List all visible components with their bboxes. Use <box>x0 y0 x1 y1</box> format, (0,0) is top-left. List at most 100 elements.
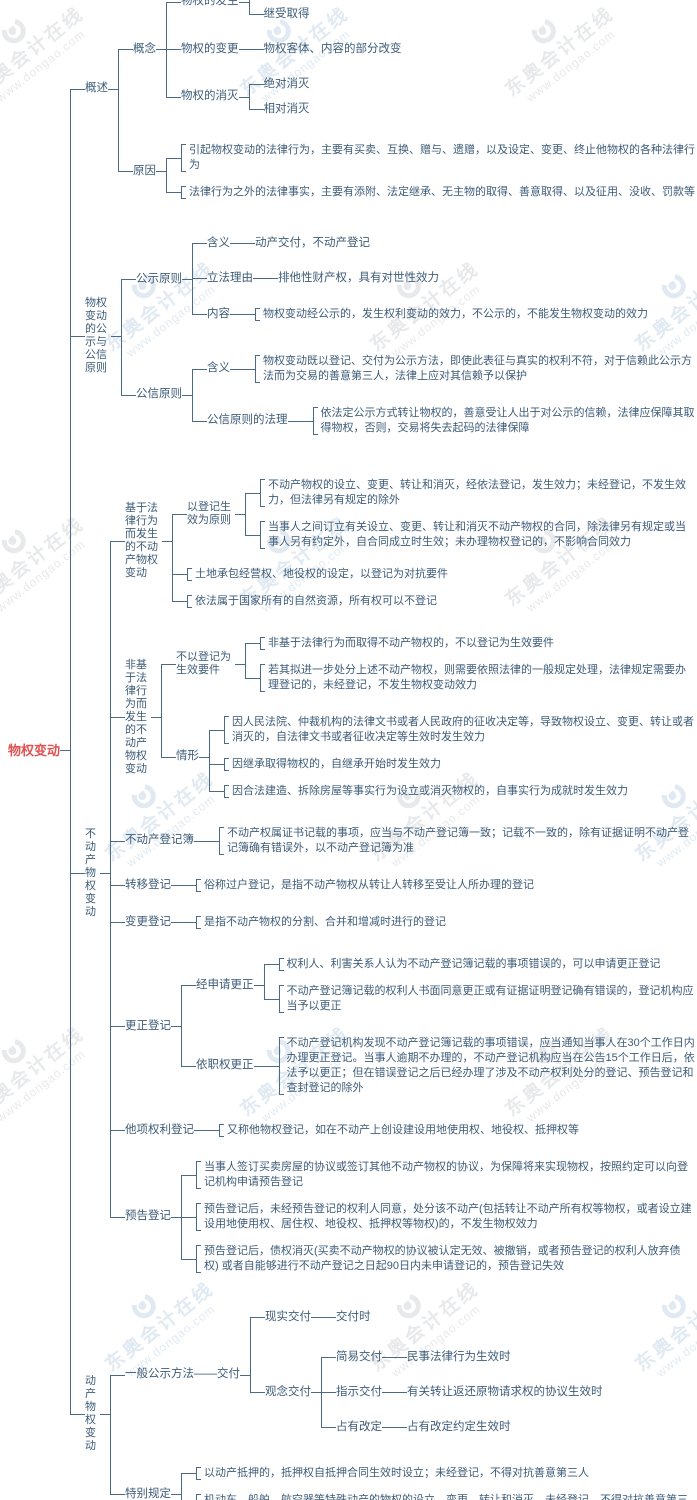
topic-label: 交付时 <box>336 1310 371 1323</box>
children-group: 排他性财产权，具有对世性效力 <box>253 266 695 291</box>
topic-label: 物权的变更 <box>181 42 239 55</box>
branch: 民事法律行为生效时 <box>392 1345 695 1370</box>
branch: 物权客体、内容的部分改变 <box>248 37 695 62</box>
children-group: 概述概念物权的发生原始取得继受取得物权的变更物权客体、内容的部分改变物权的消灭绝… <box>60 0 695 1500</box>
branch: 变更登记 是指不动产物权的分割、合并和增减时进行的登记 <box>110 903 695 941</box>
children-group: 绝对消灭相对消灭 <box>238 72 695 122</box>
branch: 是指不动产物权的分割、合并和增减时进行的登记 <box>181 909 695 936</box>
topic-label: 变更登记 <box>125 915 172 928</box>
branch: 观念交付简易交付民事法律行为生效时指示交付有关转让返还原物请求权的协议生效时占有… <box>250 1334 695 1450</box>
topic-label: 不动产登记簿记载的权利人书面同意更正或有证据证明登记确有错误的，登记机构应当予以… <box>278 983 695 1015</box>
children-group: 经申请更正权利人、利害关系人认为不动产登记簿记载的事项错误的，可以申请更正登记不… <box>171 946 695 1107</box>
branch: 原因引起物权变动的法律行为，主要有买卖、互换、赠与、遗赠，以及设定、变更、终止他… <box>118 131 695 211</box>
topic-label: 以登记生效为原则 <box>187 500 232 526</box>
children-group: 现实交付交付时观念交付简易交付民事法律行为生效时指示交付有关转让返还原物请求权的… <box>240 1300 695 1450</box>
topic-label: 一般公示方法——交付 <box>125 1368 241 1380</box>
branch: 依职权更正不动产登记机构发现不动产登记簿记载的事项错误，应当通知当事人在30个工… <box>181 1024 695 1107</box>
children-group: 物权变动经公示的，发生权利变动的效力，不公示的，不能发生物权变动的效力 <box>230 301 695 328</box>
topic-label: 不动产物权变动 <box>85 827 97 918</box>
children-group: 引起物权变动的法律行为，主要有买卖、互换、赠与、遗赠，以及设定、变更、终止他物权… <box>156 137 695 206</box>
branch: 依法属于国家所有的自然资源，所有权可以不登记 <box>172 587 695 615</box>
topic-label: 民事法律行为生效时 <box>407 1350 511 1363</box>
topic-label: 公示原则 <box>136 272 183 285</box>
branch: 指示交付有关转让返还原物请求权的协议生效时 <box>321 1374 695 1410</box>
topic-label: 不动产权属证书记载的事项，应当与不动产登记簿一致；记载不一致的，除有证据证明不动… <box>219 825 695 857</box>
topic-label: 现实交付 <box>265 1310 312 1323</box>
children-group: 物权客体、内容的部分改变 <box>238 37 695 62</box>
branch: 因合法建造、拆除房屋等事实行为设立或消灭物权的，自事实行为成就时发生效力 <box>209 777 695 805</box>
branch: 权利人、利害关系人认为不动产登记簿记载的事项错误的，可以申请更正登记 <box>263 951 695 978</box>
branch: 依法定公示方式转让物权的，善意受让人出于对公示的信赖，法律应保障其取得物权，否则… <box>297 400 695 442</box>
branch: 因继承取得物权的，自继承开始时发生效力 <box>209 750 695 778</box>
topic-label: 特别规定 <box>125 1487 172 1500</box>
branch: 继受取得 <box>248 1 695 27</box>
children-group: 不动产登记机构发现不动产登记簿记载的事项错误，应当通知当事人在30个工作日内办理… <box>253 1030 695 1102</box>
topic-label: 依法属于国家所有的自然资源，所有权可以不登记 <box>187 593 437 610</box>
topic-label: 因继承取得物权的，自继承开始时发生效力 <box>224 756 441 773</box>
branch: 相对消灭 <box>248 96 695 122</box>
children-group: 不动产物权的设立、变更、转让和消灭，经依法登记，发生效力；未经登记，不发生效力，… <box>235 472 695 556</box>
topic-label: 非基于法律行为而取得不动产物权的，不以登记为生效要件 <box>260 635 554 652</box>
children-group: 原始取得继受取得 <box>238 0 695 27</box>
branch: 物权的发生原始取得继受取得 <box>166 0 695 32</box>
topic-label: 公信原则 <box>136 388 183 400</box>
branch: 公示原则含义动产交付，不动产登记立法理由排他性财产权，具有对世性效力内容物权变动… <box>121 221 695 338</box>
branch: 物权变动既以登记、交付为公示方法，即使此表征与真实的权利不符，对于信赖此公示方法… <box>240 348 695 390</box>
branch: 俗称过户登记，是指不动产物权从转让人转移至受让人所办理的登记 <box>181 872 695 899</box>
branch: 公信原则的法理依法定公示方式转让物权的，善意受让人出于对公示的信赖，法律应保障其… <box>192 394 695 447</box>
branch: 含义物权变动既以登记、交付为公示方法，即使此表征与真实的权利不符，对于信赖此公示… <box>192 343 695 395</box>
children-group: 简易交付民事法律行为生效时指示交付有关转让返还原物请求权的协议生效时占有改定占有… <box>311 1340 695 1445</box>
branch: 预告登记后，未经预告登记的权利人同意，处分该不动产(包括转让不动产所有权等物权，… <box>181 1195 695 1238</box>
branch: 基于法律行为而发生的不动产物权变动以登记生效为原则不动产物权的设立、变更、转让和… <box>110 462 695 620</box>
topic-label: 观念交付 <box>265 1385 312 1398</box>
children-group: 当事人签订买卖房屋的协议或签订其他不动产物权的协议，为保障将来实现物权，按照约定… <box>171 1154 695 1280</box>
topic-label: 占有改定 <box>336 1420 383 1433</box>
branch: 排他性财产权，具有对世性效力 <box>263 266 695 291</box>
children-group: 概念物权的发生原始取得继受取得物权的变更物权客体、内容的部分改变物权的消灭绝对消… <box>108 0 695 211</box>
topic-label: 因人民法院、仲裁机构的法律文书或者人民政府的征收决定等，导致物权设立、变更、转让… <box>224 714 695 746</box>
branch: 因人民法院、仲裁机构的法律文书或者人民政府的征收决定等，导致物权设立、变更、转让… <box>209 709 695 751</box>
topic-label: 是指不动产物权的分割、合并和增减时进行的登记 <box>196 914 446 931</box>
branch: 含义动产交付，不动产登记 <box>192 226 695 261</box>
children-group: 以登记生效为原则 不动产物权的设立、变更、转让和消灭，经依法登记，发生效力；未经登… <box>162 467 695 615</box>
branch: 特别规定以动产抵押的，抵押权自抵押合同生效时设立；未经登记，不得对抗善意第三人机… <box>110 1454 695 1500</box>
topic-label: 动产物权变动 <box>85 1375 97 1452</box>
children-group: 不以登记为生效要件非基于法律行为而取得不动产物权的，不以登记为生效要件若其拟进一… <box>151 625 695 810</box>
topic-label: 俗称过户登记，是指不动产物权从转让人转移至受让人所办理的登记 <box>196 877 534 894</box>
topic-label: 法律行为之外的法律事实，主要有添附、法定继承、无主物的取得、善意取得、以及征用、… <box>181 184 695 201</box>
children-group: 动产交付，不动产登记 <box>230 231 695 256</box>
branch: 若其拟进一步处分上述不动产物权，则需要依照法律的一般规定处理，法律规定需要办理登… <box>245 656 695 699</box>
topic-label: 物权变动的公示与公信原则 <box>85 297 108 374</box>
topic-label: 内容 <box>207 307 231 320</box>
children-group: 含义动产交付，不动产登记立法理由排他性财产权，具有对世性效力内容物权变动经公示的… <box>182 226 695 333</box>
topic-label: 不动产登记机构发现不动产登记簿记载的事项错误，应当通知当事人在30个工作日内办理… <box>278 1035 695 1097</box>
children-group: 一般公示方法——交付现实交付交付时观念交付简易交付民事法律行为生效时指示交付有关… <box>100 1295 695 1500</box>
branch: 不以登记为生效要件非基于法律行为而取得不动产物权的，不以登记为生效要件若其拟进一… <box>161 625 695 704</box>
topic-label: 不动产物权的设立、变更、转让和消灭，经依法登记，发生效力；未经登记，不发生效力，… <box>260 477 695 509</box>
branch: 土地承包经营权、地役权的设定，以登记为对抗要件 <box>172 560 695 588</box>
topic-label: 物权的发生 <box>181 0 239 7</box>
topic-label: 物权的消灭 <box>181 90 239 102</box>
branch: 概述概念物权的发生原始取得继受取得物权的变更物权客体、内容的部分改变物权的消灭绝… <box>70 0 695 216</box>
children-group: 权利人、利害关系人认为不动产登记簿记载的事项错误的，可以申请更正登记不动产登记簿… <box>253 951 695 1020</box>
topic-label: 权利人、利害关系人认为不动产登记簿记载的事项错误的，可以申请更正登记 <box>278 956 661 973</box>
children-group: 以动产抵押的，抵押权自抵押合同生效时设立；未经登记，不得对抗善意第三人机动车、船… <box>171 1460 695 1500</box>
topic-label: 有关转让返还原物请求权的协议生效时 <box>407 1385 603 1398</box>
topic-label: 物权变动既以登记、交付为公示方法，即使此表征与真实的权利不符，对于信赖此公示方法… <box>255 353 695 385</box>
branch: 机动车、船舶、航空器等特殊动产的物权的设立、变更、转让和消灭，未经登记，不得对抗… <box>181 1486 695 1500</box>
branch: 动产交付，不动产登记 <box>240 231 695 256</box>
topic-label: 依法定公示方式转让物权的，善意受让人出于对公示的信赖，法律应保障其取得物权，否则… <box>312 405 695 437</box>
branch: 交付时 <box>321 1305 695 1330</box>
topic-label: 当事人之间订立有关设立、变更、转让和消灭不动产物权的合同，除法律另有规定或当事人… <box>260 519 695 551</box>
children-group: 公示原则含义动产交付，不动产登记立法理由排他性财产权，具有对世性效力内容物权变动… <box>111 221 695 452</box>
branch: 当事人签订买卖房屋的协议或签订其他不动产物权的协议，为保障将来实现物权，按照约定… <box>181 1154 695 1196</box>
branch: 更正登记经申请更正权利人、利害关系人认为不动产登记簿记载的事项错误的，可以申请更… <box>110 940 695 1112</box>
branch: 不动产登记簿不动产权属证书记载的事项，应当与不动产登记簿一致；记载不一致的，除有… <box>110 814 695 867</box>
branch: 非基于法律行为而发生的不动产物权变动不以登记为生效要件非基于法律行为而取得不动产… <box>110 619 695 815</box>
branch: 不动产登记机构发现不动产登记簿记载的事项错误，应当通知当事人在30个工作日内办理… <box>263 1030 695 1102</box>
branch: 情形因人民法院、仲裁机构的法律文书或者人民政府的征收决定等，导致物权设立、变更、… <box>161 703 695 810</box>
topic-label: 动产交付，不动产登记 <box>255 236 371 249</box>
branch: 立法理由排他性财产权，具有对世性效力 <box>192 260 695 296</box>
topic-label: 预告登记后，未经预告登记的权利人同意，处分该不动产(包括转让不动产所有权等物权，… <box>196 1201 695 1233</box>
branch: 物权的消灭绝对消灭相对消灭 <box>166 66 695 127</box>
